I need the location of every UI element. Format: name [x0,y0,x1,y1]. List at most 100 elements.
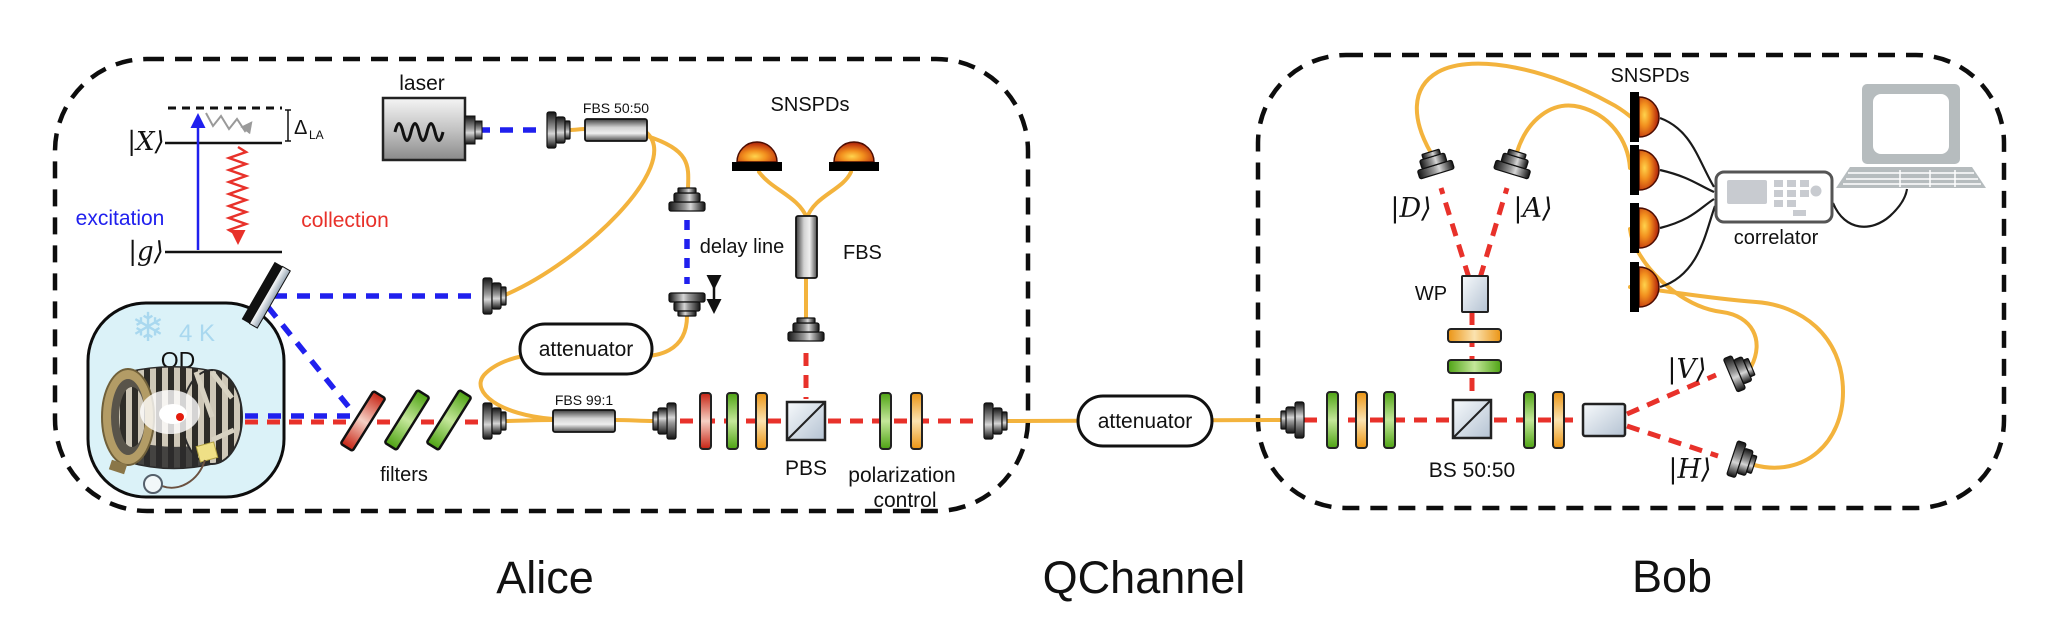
snspd-signal-wires [1659,116,1909,289]
coupler-a-basis [1493,145,1536,180]
beam-mirror-to-dichroic [265,305,355,413]
qd-device-icon [101,366,243,494]
ket-g-label: |g⟩ [128,237,164,267]
detuning-delta-label: Δ [294,117,307,139]
fbs5050-splitter [584,118,648,142]
pbs-cube [785,400,827,442]
cryostat: ❄ 4 K QD [86,301,286,499]
detuning-delta-subscript: LA [309,128,324,142]
alice-section-label: Alice [496,552,594,603]
correlator-icon [1714,170,1834,224]
wp-label: WP [1415,283,1447,305]
attenuator-qchannel [1076,394,1214,448]
coupler-bob-input [1280,401,1305,439]
fiber-a-coupler-to-snspd2 [1515,103,1632,170]
waveplate-green-alice-1 [726,392,739,450]
fbs991-splitter [552,409,616,433]
correlator-label: correlator [1734,227,1819,249]
excitation-label: excitation [76,207,165,230]
laser-icon [381,96,483,162]
snspd-bob-2 [1629,144,1660,196]
delay-line-label: delay line [700,236,785,258]
laser-label: laser [399,72,445,95]
fbs5050-label: FBS 50:50 [583,100,649,116]
coupler-d-basis [1412,145,1455,180]
beam-displacer-to-v [1625,372,1718,417]
fbs-hom-splitter [795,215,818,279]
coupler-laser-launch [546,111,571,149]
beam-displacer-to-h [1626,423,1719,459]
snspd-alice-2 [828,141,880,172]
fiber-fbs-to-snspd-left [757,170,809,220]
fiber-qd-coupler-to-fbs991 [503,418,555,423]
waveplate-red-alice [699,392,712,450]
attenuator-qchannel-label: attenuator [1098,410,1193,433]
attenuator-alice [518,322,654,376]
collection-photon-arrow [225,145,250,245]
waveplate-green-bob-1 [1326,391,1339,449]
phonon-relaxation-arrow [205,112,253,135]
collection-label: collection [301,209,389,232]
ket-v-label: |V⟩ [1667,354,1706,385]
coupler-excitation-launch [482,277,507,315]
snspds-bob-label: SNSPDs [1611,65,1690,87]
waveplate-orange-alice-1 [755,392,768,450]
waveplate-orange-bob-vertical-arm [1447,328,1502,343]
bs5050-label: BS 50:50 [1429,459,1515,482]
waveplate-green-bob-2 [1383,391,1396,449]
fiber-laser-to-fbs5050 [567,127,587,132]
energy-level-diagram: |X⟩ |g⟩ Δ LA excitation collection [76,106,389,267]
ket-x-label: |X⟩ [127,127,164,157]
qchannel-section-label: QChannel [1043,552,1246,603]
waveplate-orange-bob-3 [1552,391,1565,449]
coupler-delay-bottom [668,292,706,317]
wollaston-prism-box [1461,275,1489,313]
snspd-bob-1 [1629,91,1660,143]
snowflake-icon: ❄ [131,306,165,350]
fiber-fbs5050-to-delay-line [645,134,691,190]
waveplate-green-bob-vertical-arm [1447,359,1502,374]
beam-displacer-box [1581,402,1627,438]
coupler-fbs991-output [652,402,677,440]
snspd-bob-4 [1629,261,1660,313]
fiber-d-coupler-to-snspd1 [1414,61,1633,155]
ket-a-label: |A⟩ [1513,193,1552,224]
coupler-delay-top [668,187,706,212]
laptop-icon [1836,84,1986,188]
waveplate-orange-bob-1 [1355,391,1368,449]
pol-control-label-line2: control [873,489,936,512]
detuning-bracket [285,109,291,142]
waveplate-green-alice-2 [879,392,892,450]
pbs-label: PBS [785,457,827,480]
snspds-alice-label: SNSPDs [771,94,850,116]
fbs991-label: FBS 99:1 [555,392,614,408]
cryostat-temperature-label: 4 K [179,320,215,347]
filters-label: filters [380,464,428,486]
bob-section-label: Bob [1632,551,1712,602]
mirror-icon [241,261,291,329]
fiber-fbs-to-snspd-right [805,170,853,220]
alice-boundary-box [52,56,1031,514]
ket-d-label: |D⟩ [1390,193,1431,224]
bs5050-cube [1451,398,1493,440]
coupler-alice-output [983,402,1008,440]
snspd-alice-1 [731,141,783,172]
waveplate-green-bob-3 [1523,391,1536,449]
filter-red [340,390,386,452]
beam-wp-to-a [1477,187,1510,279]
bob-boundary-box [1255,52,2007,511]
ket-h-label: |H⟩ [1668,454,1711,485]
snspd-bob-3 [1629,202,1660,254]
attenuator-alice-label: attenuator [539,338,634,361]
pol-control-label-line1: polarization [848,464,955,487]
filter-green-2 [426,389,472,451]
fbs-label: FBS [843,242,882,264]
filter-green-1 [384,389,430,451]
coupler-pbs-up [787,317,825,342]
beam-wp-to-d [1438,187,1472,279]
fiber-fbs991-to-output-coupler [613,418,656,423]
fiber-fbs5050-to-excitation-coupler [503,131,657,297]
correlator-to-laptop-wire [1831,188,1909,228]
